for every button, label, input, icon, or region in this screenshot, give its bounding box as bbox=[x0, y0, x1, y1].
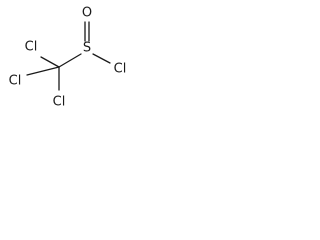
bond-carbon-chlorine-upper-left bbox=[40, 56, 60, 68]
atom-chlorine-bottom-label: Cl bbox=[53, 95, 66, 110]
atom-labels: O S Cl Cl Cl Cl bbox=[9, 6, 127, 110]
atom-oxygen-label: O bbox=[82, 6, 92, 21]
trichloromethanesulfinyl-chloride-structure: O S Cl Cl Cl Cl bbox=[9, 6, 127, 110]
atom-chlorine-middle-left-label: Cl bbox=[9, 74, 22, 89]
atom-sulfur-label: S bbox=[83, 41, 91, 56]
bond-carbon-chlorine-middle-left bbox=[26, 66, 60, 76]
atom-chlorine-upper-left-label: Cl bbox=[25, 40, 38, 55]
bond-sulfur-chlorine bbox=[92, 53, 111, 64]
bond-group bbox=[26, 21, 111, 91]
bond-carbon-sulfur bbox=[58, 53, 82, 68]
atom-chlorine-on-sulfur-label: Cl bbox=[114, 62, 127, 77]
